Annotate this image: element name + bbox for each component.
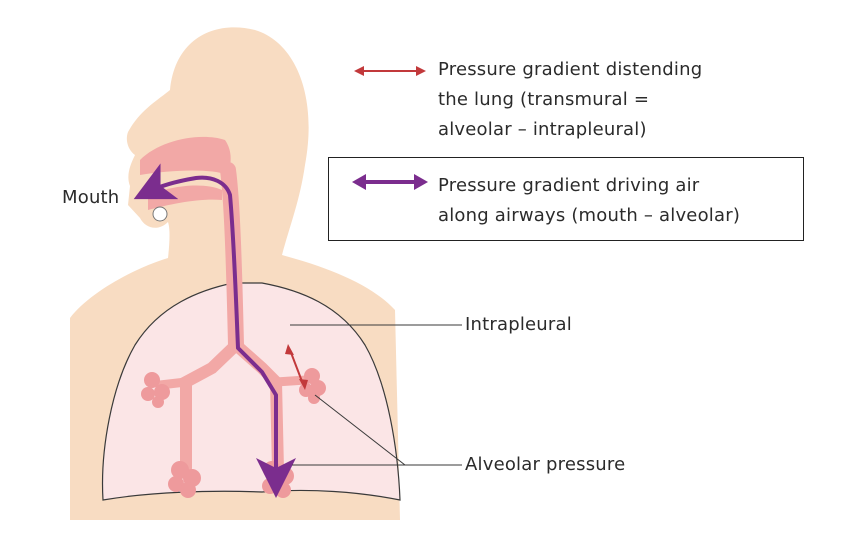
alveolar-pressure-label: Alveolar pressure bbox=[465, 451, 625, 479]
mouth-opening bbox=[153, 207, 167, 221]
legend-airway-line2: along airways (mouth – alveolar) bbox=[438, 202, 740, 230]
legend-airway-line1: Pressure gradient driving air bbox=[438, 172, 699, 200]
intrapleural-label: Intrapleural bbox=[465, 311, 572, 339]
legend-transmural-line1: Pressure gradient distending bbox=[438, 56, 702, 84]
legend-transmural-line2: the lung (transmural = bbox=[438, 86, 649, 114]
legend-transmural-line3: alveolar – intrapleural) bbox=[438, 116, 647, 144]
legend-transmural-icon bbox=[354, 66, 426, 76]
mouth-label: Mouth bbox=[62, 184, 119, 212]
